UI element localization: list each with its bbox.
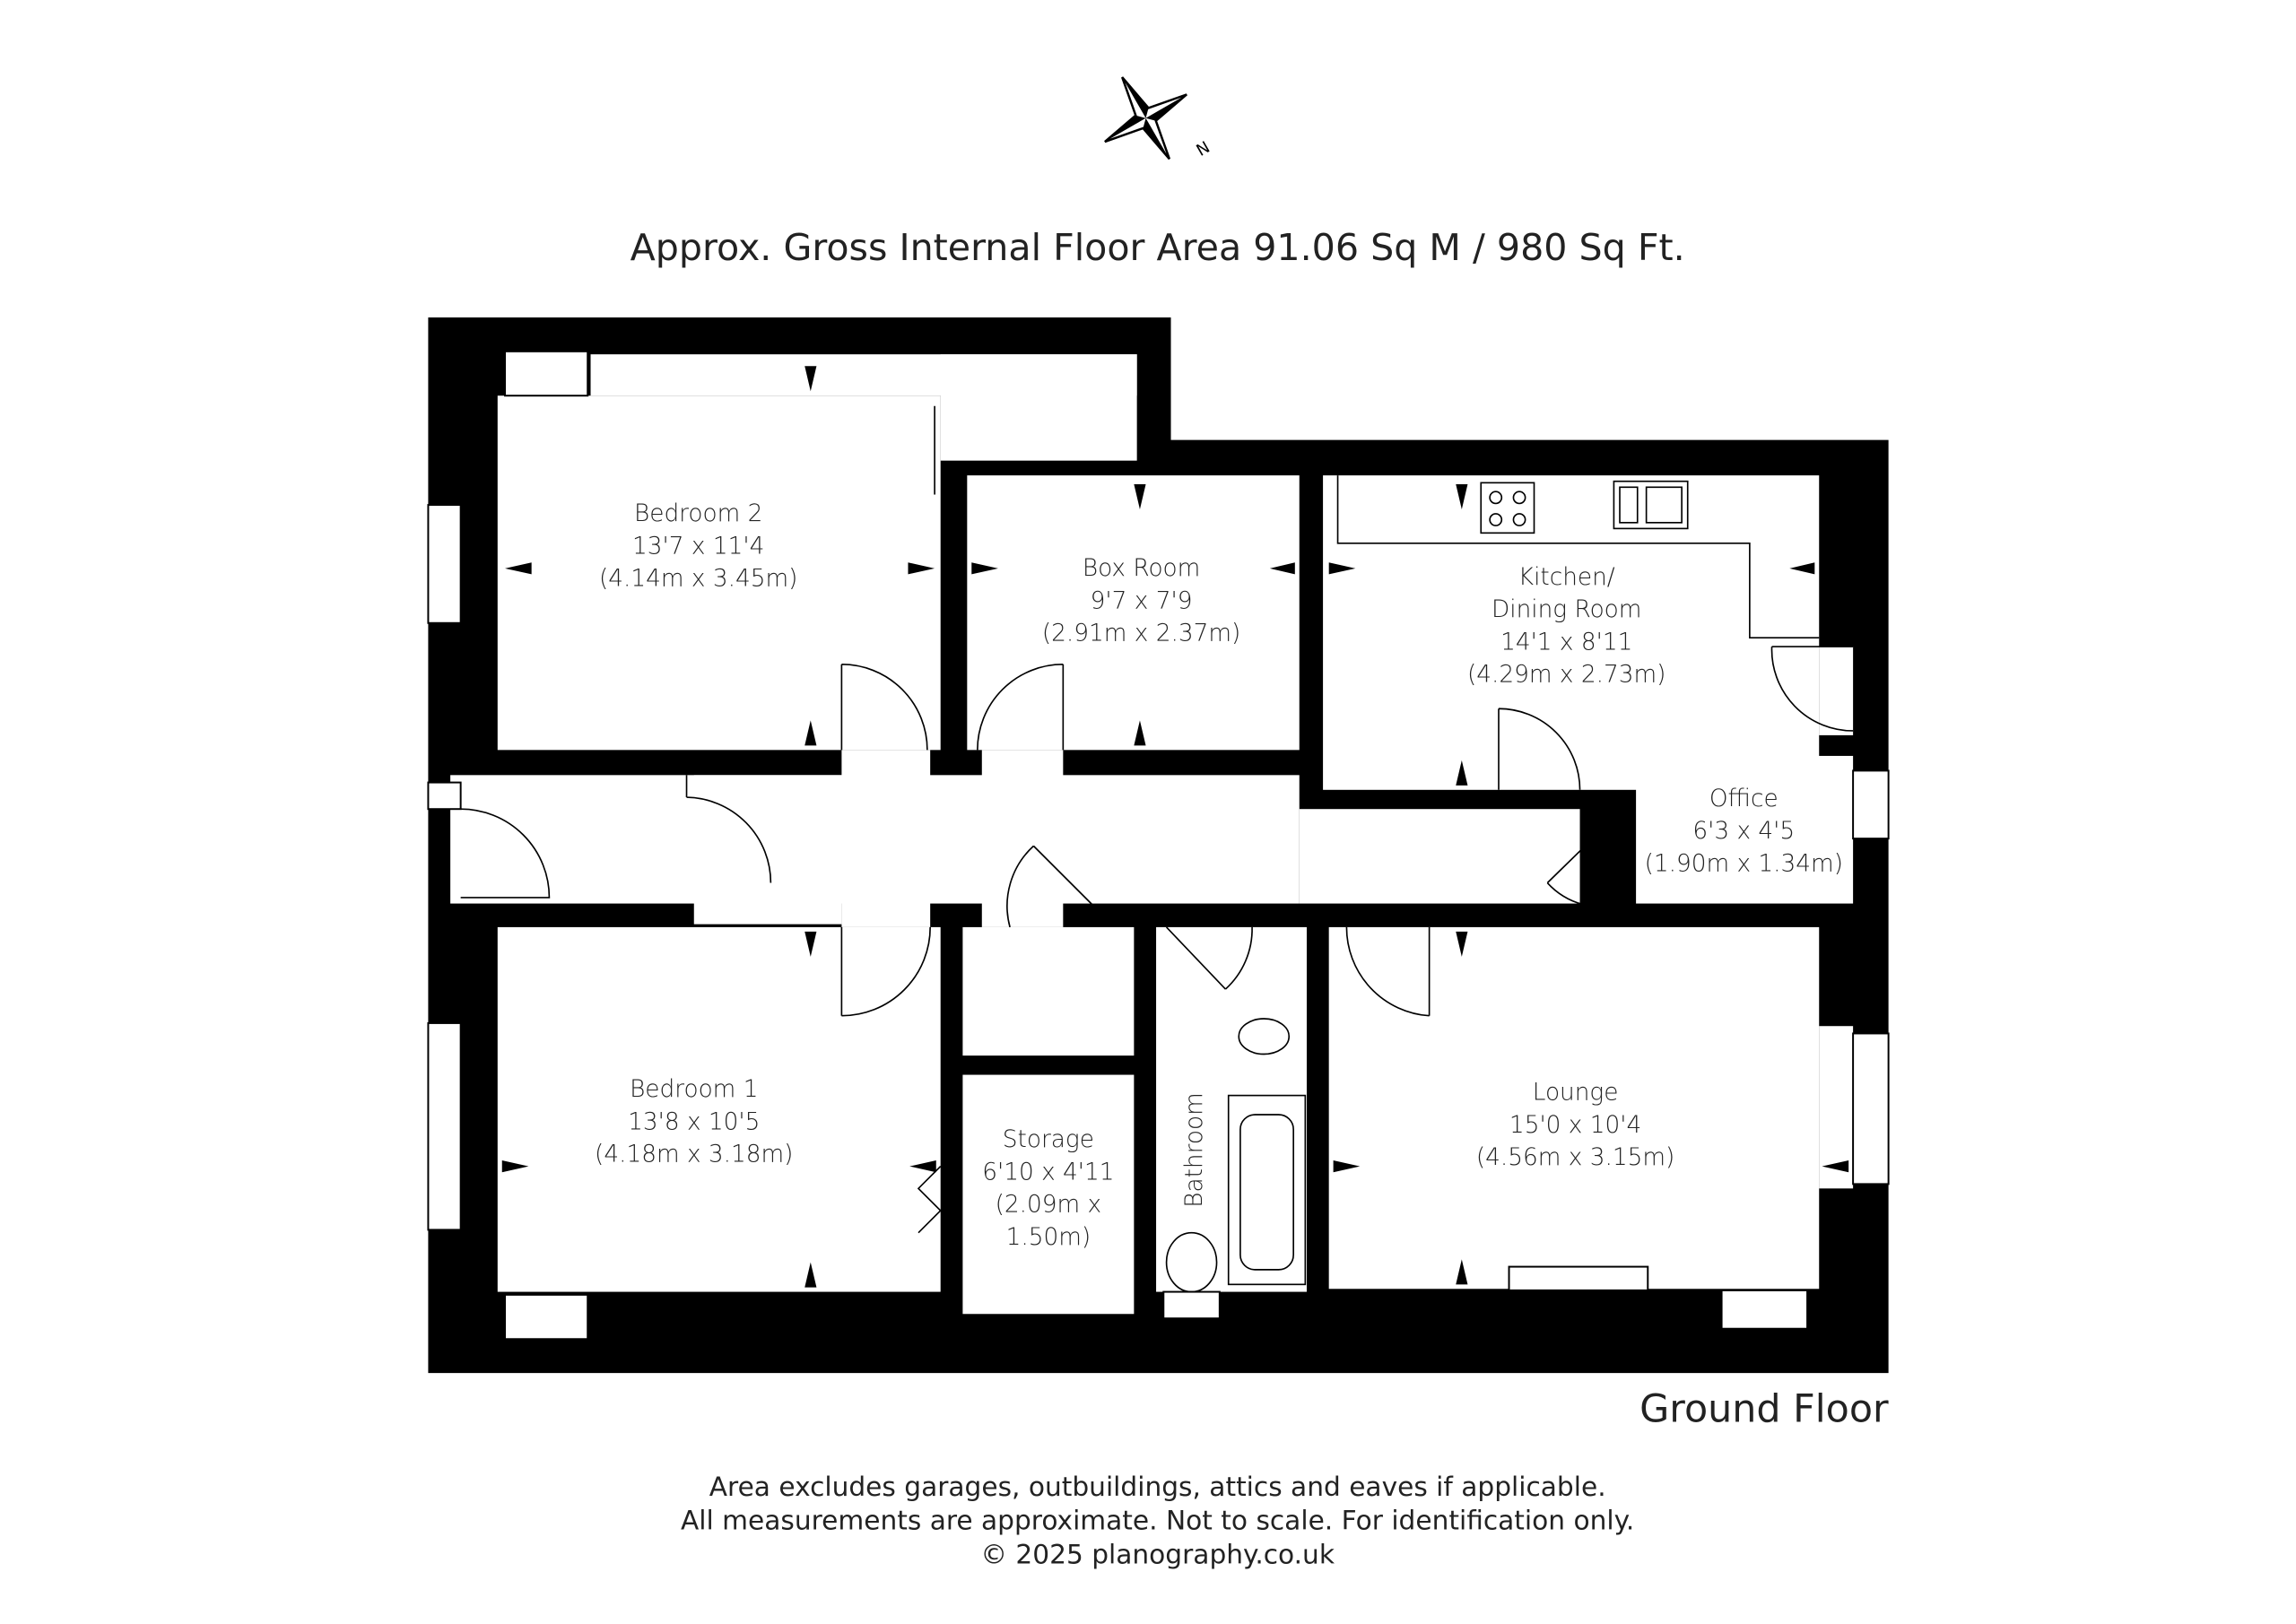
room-bathroom: Bathroom	[1181, 1092, 1208, 1208]
fixtures	[1165, 480, 1689, 1293]
room-name: Storage	[1003, 1126, 1094, 1153]
room-imperial: 6'10 x 4'11	[982, 1159, 1114, 1185]
room-metric: (4.29m x 2.73m)	[1467, 662, 1665, 689]
hob-icon	[1480, 482, 1535, 534]
room-name: Lounge	[1533, 1080, 1619, 1107]
basin-icon	[1238, 1018, 1291, 1055]
room-name: Bedroom 2	[634, 500, 762, 527]
room-imperial: 13'8 x 10'5	[628, 1108, 760, 1135]
room-metric-2: 1.50m)	[1006, 1224, 1091, 1251]
compass-north-label: N	[1193, 138, 1213, 161]
doors	[460, 405, 1854, 1234]
room-imperial: 15'0 x 10'4	[1509, 1112, 1641, 1139]
room-metric: (4.56m x 3.15m)	[1476, 1144, 1674, 1171]
sink-icon	[1613, 480, 1689, 530]
room-bedroom-1: Bedroom 1 13'8 x 10'5 (4.18m x 3.18m)	[595, 1076, 793, 1168]
room-name: Box Room	[1083, 555, 1200, 582]
walls	[428, 317, 1889, 1374]
room-name-2: Dining Room	[1492, 596, 1641, 623]
room-name: Bathroom	[1181, 1092, 1208, 1208]
room-lounge: Lounge 15'0 x 10'4 (4.56m x 3.15m)	[1476, 1080, 1674, 1171]
north-compass-icon	[1104, 76, 1187, 161]
room-metric: (4.14m x 3.45m)	[599, 566, 797, 593]
room-imperial: 6'3 x 4'5	[1692, 818, 1795, 845]
room-imperial: 9'7 x 7'9	[1091, 587, 1193, 614]
room-metric: (2.91m x 2.37m)	[1042, 621, 1240, 647]
room-storage: Storage 6'10 x 4'11 (2.09m x 1.50m)	[982, 1126, 1114, 1251]
footer-line-1: Area excludes garages, outbuildings, att…	[709, 1471, 1606, 1502]
toilet-icon	[1165, 1231, 1218, 1293]
footer-copyright: © 2025 planography.co.uk	[980, 1538, 1335, 1569]
footer-line-2: All measurements are approximate. Not to…	[681, 1505, 1634, 1536]
bath-icon	[1227, 1094, 1307, 1286]
room-name: Kitchen/	[1518, 564, 1615, 591]
room-bedroom-2: Bedroom 2 13'7 x 11'4 (4.14m x 3.45m)	[599, 500, 797, 592]
room-office: Office 6'3 x 4'5 (1.90m x 1.34m)	[1645, 786, 1843, 877]
room-imperial: 13'7 x 11'4	[632, 533, 764, 560]
dimension-arrows	[501, 366, 1849, 1288]
room-imperial: 14'1 x 8'11	[1500, 629, 1632, 656]
room-name: Office	[1709, 786, 1779, 812]
floor-label: Ground Floor	[1639, 1386, 1889, 1431]
room-kitchen-dining: Kitchen/ Dining Room 14'1 x 8'11 (4.29m …	[1467, 564, 1665, 689]
room-box-room: Box Room 9'7 x 7'9 (2.91m x 2.37m)	[1042, 555, 1240, 647]
room-name: Bedroom 1	[630, 1076, 758, 1103]
room-metric: (1.90m x 1.34m)	[1645, 850, 1843, 877]
floor-area-title: Approx. Gross Internal Floor Area 91.06 …	[631, 226, 1685, 269]
room-metric: (2.09m x	[996, 1192, 1101, 1219]
room-metric: (4.18m x 3.18m)	[595, 1142, 793, 1168]
windows	[427, 350, 1890, 1341]
